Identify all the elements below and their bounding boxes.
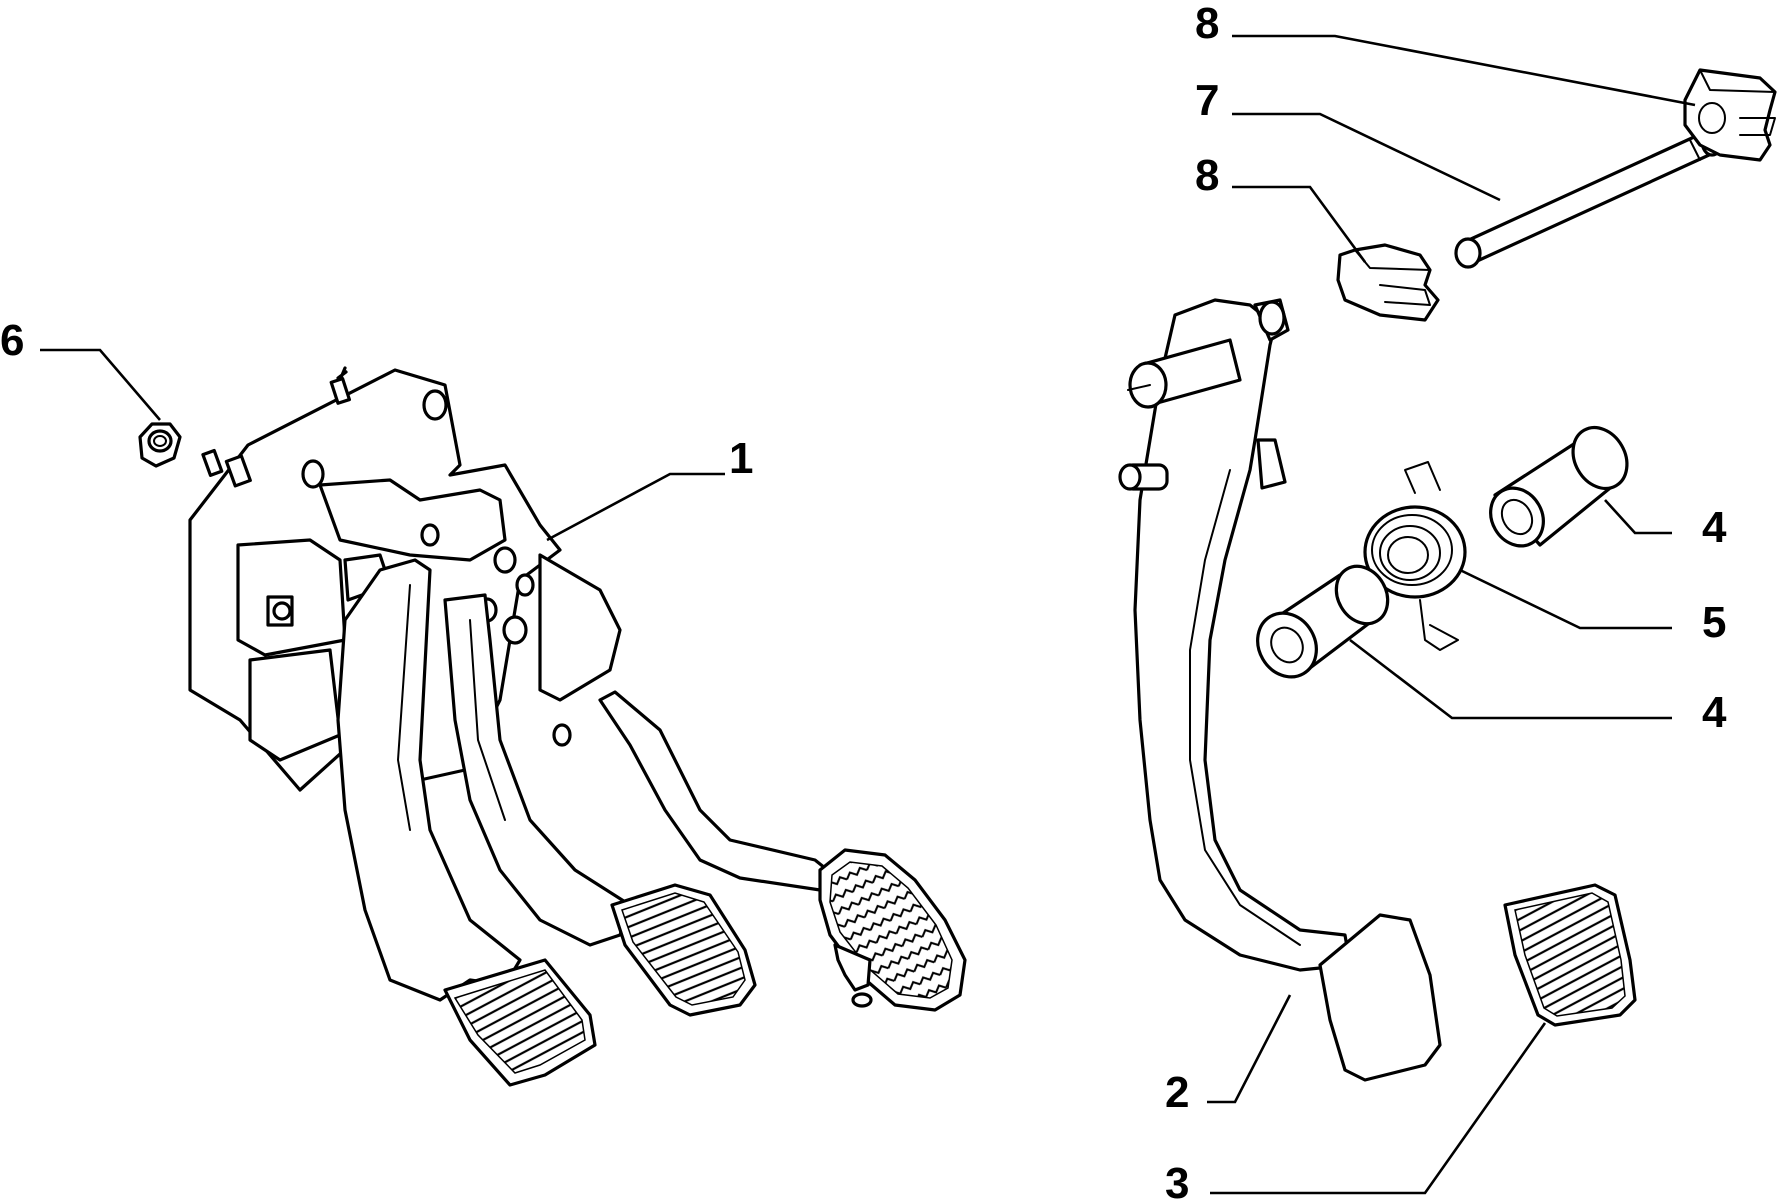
callout-8a-label: 8 <box>1195 0 1219 48</box>
callout-labels: 1 2 3 4 4 5 6 7 8 8 <box>0 0 1727 1200</box>
retaining-clip-upper-part <box>1683 68 1777 162</box>
callout-3-label: 3 <box>1165 1159 1189 1200</box>
callout-1-label: 1 <box>729 434 753 483</box>
callout-4a-label: 4 <box>1702 503 1727 552</box>
leader-3 <box>1210 1022 1547 1195</box>
leader-4b <box>1349 638 1672 720</box>
torsion-spring-part <box>1363 461 1467 651</box>
callout-4b-label: 4 <box>1702 688 1727 737</box>
leader-8a <box>1232 34 1696 107</box>
leader-2 <box>1207 994 1292 1104</box>
leader-7 <box>1232 112 1501 202</box>
retaining-clip-lower-part <box>1336 243 1440 322</box>
leader-1 <box>546 472 725 542</box>
pedal-box-assembly <box>188 366 967 1087</box>
callout-2-label: 2 <box>1165 1068 1189 1117</box>
nut-part <box>138 422 182 468</box>
callout-6-label: 6 <box>0 316 24 365</box>
bushing-upper-part <box>1489 425 1629 548</box>
callout-5-label: 5 <box>1702 598 1726 647</box>
pedal-rubber-pad-part <box>1503 883 1637 1027</box>
leader-6 <box>40 348 161 421</box>
leader-lines <box>40 34 1696 1195</box>
leader-5 <box>1459 568 1672 630</box>
callout-7-label: 7 <box>1195 76 1219 125</box>
pedal-lever-part <box>1118 298 1442 1082</box>
callout-8b-label: 8 <box>1195 151 1219 200</box>
leader-4a <box>1604 499 1672 535</box>
bushing-lower-part <box>1256 564 1390 679</box>
leader-8b <box>1232 185 1367 263</box>
